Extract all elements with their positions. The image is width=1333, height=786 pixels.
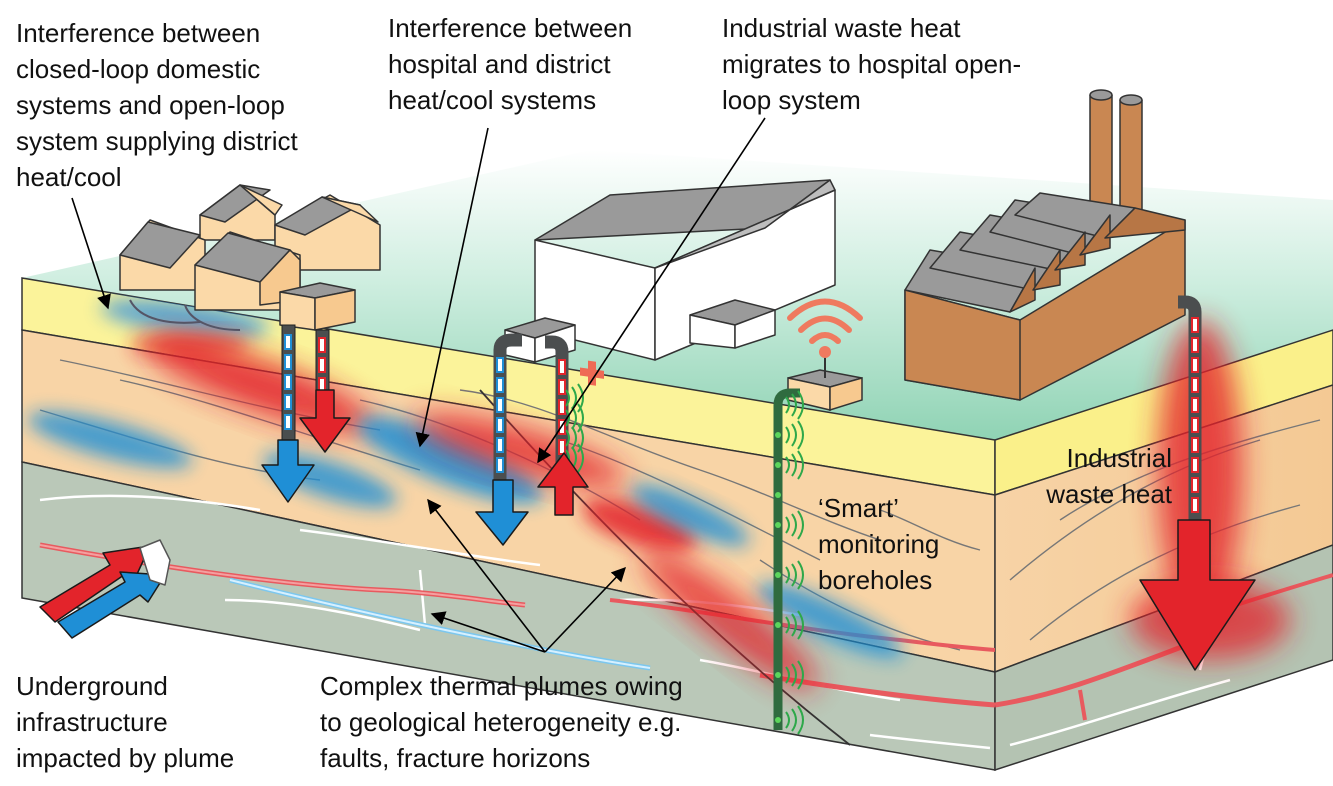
hot-down-arrow-industrial bbox=[1139, 519, 1256, 671]
domestic-borehole-pipes bbox=[281, 324, 330, 446]
house bbox=[194, 231, 301, 311]
cold-down-arrow-hospital bbox=[475, 479, 529, 546]
pointer-industrial-migration bbox=[537, 117, 766, 464]
hot-up-arrow-hospital bbox=[537, 452, 589, 516]
label-industrial-migration: Industrial waste heat migrates to hospit… bbox=[722, 10, 1021, 118]
house bbox=[119, 219, 206, 291]
signal-wave bbox=[785, 610, 804, 640]
hot-down-arrow-domestic bbox=[299, 389, 351, 453]
signal-wave bbox=[785, 450, 804, 480]
label-line: hospital and district bbox=[388, 49, 611, 79]
pointer-complex-1 bbox=[427, 498, 546, 653]
label-line: migrates to hospital open- bbox=[722, 49, 1022, 79]
domestic-houses bbox=[119, 184, 381, 331]
label-smart-monitoring: ‘Smart’ monitoring boreholes bbox=[818, 490, 939, 598]
label-line: ‘Smart’ bbox=[818, 493, 899, 523]
signal-wave bbox=[785, 390, 804, 420]
pointer-complex-2 bbox=[430, 611, 546, 653]
label-domestic-interference: Interference between closed-loop domesti… bbox=[16, 15, 298, 195]
label-line: boreholes bbox=[818, 565, 933, 595]
label-line: monitoring bbox=[818, 529, 940, 559]
label-line: infrastructure bbox=[16, 707, 168, 737]
label-line: Interference between bbox=[388, 13, 633, 43]
label-line: faults, fracture horizons bbox=[320, 743, 591, 773]
hot-arrow-infrastructure bbox=[39, 545, 151, 623]
label-line: impacted by plume bbox=[16, 743, 235, 773]
pipe-section bbox=[139, 539, 171, 586]
house bbox=[199, 184, 283, 241]
signal-wave bbox=[785, 560, 804, 590]
callout-lines bbox=[71, 117, 766, 653]
hospital-borehole-pipes bbox=[493, 333, 569, 485]
pointer-complex-3 bbox=[544, 566, 626, 653]
district-plant-box bbox=[279, 282, 356, 331]
cold-arrow-infrastructure bbox=[57, 571, 166, 639]
pointer-domestic bbox=[71, 197, 111, 310]
label-line: loop system bbox=[722, 85, 861, 115]
label-line: Industrial bbox=[1066, 443, 1173, 473]
smart-monitoring-borehole bbox=[773, 355, 863, 730]
label-hospital-interference: Interference between hospital and distri… bbox=[388, 10, 632, 118]
factory-building bbox=[904, 89, 1186, 401]
hospital-building bbox=[504, 179, 836, 363]
house bbox=[274, 194, 381, 271]
signal-wave bbox=[785, 420, 804, 450]
label-line: heat/cool bbox=[16, 162, 122, 192]
label-line: Industrial waste heat bbox=[722, 13, 961, 43]
label-line: system supplying district bbox=[16, 126, 298, 156]
pointer-hospital bbox=[415, 127, 489, 448]
label-line: systems and open-loop bbox=[16, 90, 285, 120]
label-line: Underground bbox=[16, 671, 168, 701]
label-line: Complex thermal plumes owing bbox=[320, 671, 683, 701]
label-industrial-waste-heat: Industrial waste heat bbox=[1024, 440, 1172, 512]
signal-wave bbox=[785, 705, 804, 735]
label-line: Interference between bbox=[16, 18, 261, 48]
signal-wave bbox=[785, 510, 804, 540]
sensor-signal-waves bbox=[565, 383, 804, 735]
label-complex-plumes: Complex thermal plumes owing to geologic… bbox=[320, 668, 683, 776]
label-line: heat/cool systems bbox=[388, 85, 597, 115]
wifi-signal-icon bbox=[787, 298, 863, 344]
cold-down-arrow-domestic bbox=[261, 439, 315, 503]
domestic-closed-loops bbox=[129, 299, 241, 331]
label-underground-infrastructure: Underground infrastructure impacted by p… bbox=[16, 668, 234, 776]
industrial-borehole-pipe bbox=[1178, 295, 1202, 525]
label-line: closed-loop domestic bbox=[16, 54, 261, 84]
label-line: waste heat bbox=[1046, 479, 1172, 509]
wifi-dot bbox=[819, 346, 831, 358]
signal-wave bbox=[785, 660, 804, 690]
flow-arrows bbox=[39, 389, 1256, 671]
label-line: to geological heterogeneity e.g. bbox=[320, 707, 682, 737]
